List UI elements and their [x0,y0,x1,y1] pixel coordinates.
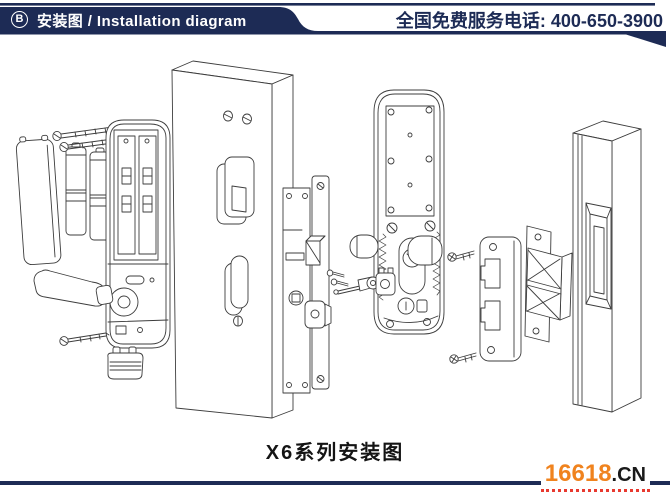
battery-cover [15,134,62,266]
strike-box [524,225,573,343]
circled-b-icon: B [11,11,28,28]
exterior-handle [349,234,443,266]
lock-faceplate [304,175,332,390]
interior-handle [33,269,114,307]
diagram-caption: X6系列安装图 [265,442,405,464]
header-arrow-icon [615,31,666,47]
exterior-panel [349,89,445,335]
strike-plate [479,236,522,362]
deadbolt [304,300,332,329]
door-frame [572,120,642,413]
door-panel [171,60,294,419]
batteries [65,142,111,241]
latch-bolt [305,235,326,266]
header-bar [0,3,666,47]
site-logo: 16618.CN [540,460,650,492]
site-logo-number: 16618 [544,460,612,487]
lock-screws [326,269,349,287]
header-ribbon [0,7,650,35]
handle-screw [59,332,110,346]
bottom-cap [107,346,144,380]
strike-screws [447,250,477,364]
page-title: 安装图 / Installation diagram [37,13,247,30]
header-top-line [0,3,655,6]
site-logo-domain: .CN [611,464,646,486]
footer-rule [0,481,670,485]
service-phone-number: 全国免费服务电话: 400-650-3900 [395,11,663,31]
mortise-lock-body [282,187,311,394]
cylinder-parts [333,267,396,296]
interior-panel [105,119,171,349]
